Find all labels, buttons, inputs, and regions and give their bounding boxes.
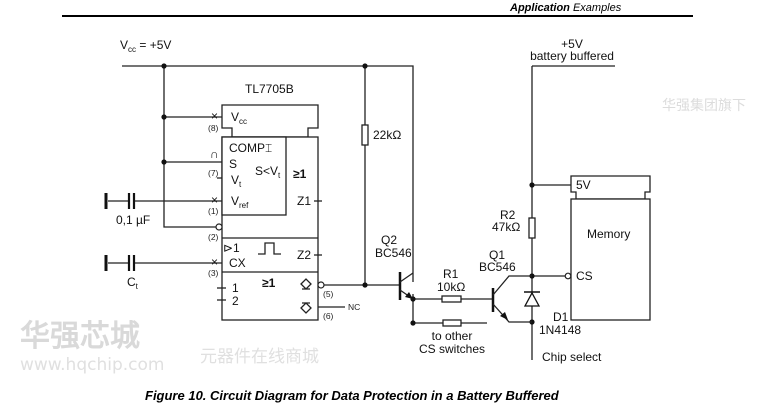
svg-text:0,1 µF: 0,1 µF (116, 213, 150, 227)
svg-text:S<Vt: S<Vt (255, 164, 281, 180)
svg-text:1N4148: 1N4148 (539, 323, 581, 337)
svg-text:47kΩ: 47kΩ (492, 220, 520, 234)
svg-text:Vref: Vref (231, 194, 249, 210)
svg-text:×: × (211, 255, 218, 269)
svg-text:BC546: BC546 (375, 246, 412, 260)
diode-d1: D1 1N4148 (523, 291, 581, 337)
svg-text:≥1: ≥1 (293, 167, 307, 181)
ic-name: TL7705B (245, 82, 294, 96)
svg-text:(7): (7) (208, 168, 219, 178)
resistor-22k (361, 124, 369, 146)
svg-text:5V: 5V (576, 178, 591, 192)
capacitors: 0,1 µF Ct (116, 213, 150, 291)
resistor-22k-label: 22kΩ (373, 128, 401, 142)
transistor-q2: Q2 BC546 (375, 233, 414, 300)
ic-tl7705b: TL7705B Vcc COMP⌶ ∩ S Vt Vref S<Vt ≥1 Z1… (208, 82, 360, 321)
svg-text:Q2: Q2 (381, 233, 397, 247)
svg-text:(8): (8) (208, 123, 219, 133)
svg-text:华强集团旗下: 华强集团旗下 (662, 97, 746, 114)
svg-text:Memory: Memory (587, 227, 630, 241)
svg-text:Z2: Z2 (297, 248, 311, 262)
wires (104, 65, 615, 360)
svg-text:Ct: Ct (127, 275, 139, 291)
svg-text:∩: ∩ (210, 147, 219, 161)
svg-text:www.hqchip.com: www.hqchip.com (20, 355, 164, 375)
svg-text:COMP⌶: COMP⌶ (229, 141, 272, 155)
svg-text:R1: R1 (443, 267, 459, 281)
resistor-r2 (528, 217, 536, 239)
transistor-q1: Q1 BC546 (479, 248, 532, 323)
svg-text:CS: CS (576, 269, 593, 283)
svg-text:Vt: Vt (231, 173, 242, 189)
vcc-label: Vcc = +5V (120, 38, 171, 54)
svg-text:R2: R2 (500, 208, 516, 222)
svg-text:×: × (211, 109, 218, 123)
svg-text:BC546: BC546 (479, 260, 516, 274)
svg-text:(6): (6) (323, 311, 334, 321)
svg-text:(2): (2) (208, 232, 219, 242)
svg-text:华强芯城: 华强芯城 (20, 319, 140, 354)
svg-text:1: 1 (232, 281, 239, 295)
svg-text:CX: CX (229, 256, 246, 270)
resistor-r1 (441, 295, 462, 303)
svg-text:Vcc: Vcc (231, 110, 247, 126)
svg-text:NC: NC (348, 302, 360, 312)
svg-text:⊳1: ⊳1 (223, 241, 240, 255)
page-header: Application Examples (509, 2, 622, 14)
svg-text:2: 2 (232, 294, 239, 308)
svg-text:≥1: ≥1 (262, 276, 276, 290)
svg-text:10kΩ: 10kΩ (437, 280, 465, 294)
svg-text:(3): (3) (208, 268, 219, 278)
resistor-other (442, 319, 462, 327)
svg-text:S: S (229, 157, 237, 171)
watermark: 华强芯城 www.hqchip.com 华强集团旗下 元器件在线商城 (20, 97, 746, 375)
svg-text:D1: D1 (553, 310, 569, 324)
svg-text:(5): (5) (323, 289, 334, 299)
svg-text:Q1: Q1 (489, 248, 505, 262)
svg-text:Z1: Z1 (297, 194, 311, 208)
svg-text:(1): (1) (208, 206, 219, 216)
memory-chip: 5V Memory CS (564, 175, 651, 321)
figure-caption: Figure 10. Circuit Diagram for Data Prot… (145, 388, 560, 403)
svg-text:×: × (211, 193, 218, 207)
chip-select-label: Chip select (542, 350, 602, 364)
svg-text:元器件在线商城: 元器件在线商城 (200, 347, 319, 367)
